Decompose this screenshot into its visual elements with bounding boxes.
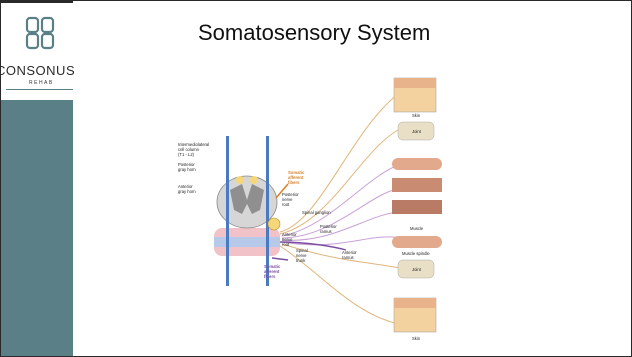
- slide-border: [0, 0, 632, 357]
- slide: CONSONUS REHAB Somatosensory System: [0, 0, 632, 357]
